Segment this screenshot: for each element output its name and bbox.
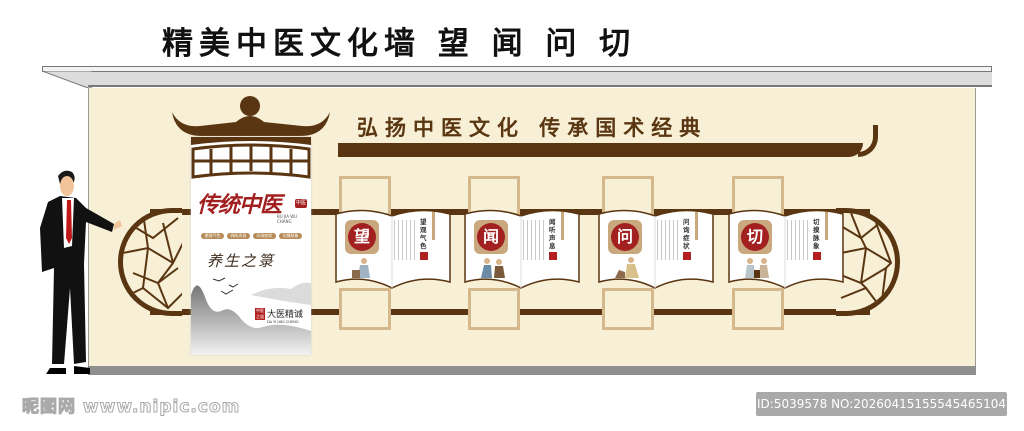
poster-subtitle: 养生之箓 <box>207 252 276 270</box>
panel-title: 望观气色 <box>420 218 427 250</box>
red-seal-icon <box>420 252 428 260</box>
red-seal-icon <box>549 252 557 260</box>
roof-ledge <box>88 72 992 87</box>
red-seal-icon <box>813 252 821 260</box>
doctor-figure-icon <box>481 258 505 278</box>
brand-pinyin: DA YI JING CHENG <box>267 320 299 324</box>
brand-name: 大医精诚 <box>267 310 304 320</box>
poster-small-seal: 中医 <box>295 199 307 208</box>
poster-tag: 望观气色 <box>201 233 224 239</box>
diagnosis-emblem: 问 <box>611 223 639 251</box>
lattice-frame-bottom <box>602 288 654 330</box>
ink-mountains-icon <box>191 277 311 355</box>
poster-tag: 切摸脉象 <box>279 233 302 239</box>
red-seal-icon <box>683 252 691 260</box>
lattice-pattern-icon <box>123 213 182 310</box>
poster-tag: 问询症状 <box>253 233 276 239</box>
lattice-frame-bottom <box>732 288 784 330</box>
poster-pinyin: BU JIA WU CHANG <box>277 214 298 224</box>
panel-body-text <box>787 220 811 260</box>
slogan-underline-bar <box>338 143 863 157</box>
doctor-figure-icon <box>352 258 370 278</box>
panel-qie: 切 切摸脉象 <box>727 176 845 330</box>
diagnosis-emblem: 切 <box>741 223 769 251</box>
roof-ledge-slant <box>42 71 92 88</box>
roof-ledge-top <box>42 66 992 72</box>
wall-slogan: 弘扬中医文化 传承国术经典 <box>357 115 708 140</box>
traditional-medicine-poster: 传统中医 中医 BU JIA WU CHANG 望观气色 闻听声息 问询症状 切… <box>191 137 311 355</box>
poster-tag: 闻听声息 <box>227 233 250 239</box>
bookmark-ribbon <box>825 212 828 240</box>
watermark-id: ID:5039578 NO:20260415155545465104 <box>756 392 1007 416</box>
bookmark-ribbon <box>561 212 564 240</box>
bookmark-ribbon <box>695 212 698 240</box>
panel-body-text <box>394 220 418 260</box>
panel-wen-listen: 闻 闻听声息 <box>463 176 581 330</box>
lattice-frame-bottom <box>468 288 520 330</box>
doctor-figure-icon <box>615 257 639 278</box>
lattice-pattern-icon <box>836 213 893 309</box>
poster-tag-list: 望观气色 闻听声息 问询症状 切摸脉象 <box>201 233 302 239</box>
doctor-figure-icon <box>745 258 769 278</box>
diagnosis-emblem: 闻 <box>477 223 505 251</box>
panel-wang: 望 望观气色 <box>334 176 452 330</box>
wall-base <box>88 366 976 375</box>
poster-lattice-header-icon <box>191 137 311 179</box>
brand-seal: 中医之道 <box>255 307 265 320</box>
poster-title: 传统中医 <box>197 192 282 218</box>
panel-title: 切摸脉象 <box>813 218 820 250</box>
page-title: 精美中医文化墙 望 闻 问 切 <box>162 26 637 62</box>
watermark-site: 昵图网 www.nipic.com <box>21 397 241 418</box>
panel-wen-ask: 问 问询症状 <box>597 176 715 330</box>
panel-body-text <box>657 220 681 260</box>
businessman-figure-icon <box>40 170 122 374</box>
diagnosis-emblem: 望 <box>348 223 376 251</box>
lattice-frame-bottom <box>339 288 391 330</box>
poster-brand: 中医之道 大医精诚 <box>255 307 303 320</box>
bookmark-ribbon <box>432 212 435 240</box>
panel-body-text <box>523 220 547 260</box>
pavilion-roof-icon <box>172 96 330 136</box>
panel-title: 闻听声息 <box>549 218 556 250</box>
panel-title: 问询症状 <box>683 218 690 250</box>
